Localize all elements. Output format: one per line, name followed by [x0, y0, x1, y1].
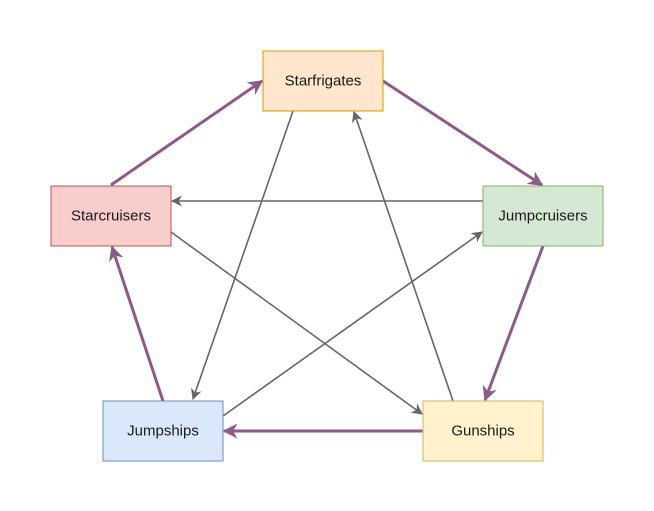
edge-jumpships-to-jumpcruisers [222, 231, 483, 417]
edge-starfrigates-to-jumpcruisers [382, 79, 544, 187]
edge-gunships-to-starfrigates [351, 110, 454, 402]
node-label-gunships: Gunships [451, 423, 514, 440]
node-starcruisers: Starcruisers [50, 185, 172, 247]
node-gunships: Gunships [422, 400, 544, 462]
edge-starcruisers-to-gunships [170, 231, 423, 415]
node-jumpcruisers: Jumpcruisers [482, 185, 604, 247]
node-jumpships: Jumpships [102, 400, 224, 462]
edges-layer [109, 79, 545, 439]
node-box-starcruisers [50, 185, 172, 247]
node-label-jumpcruisers: Jumpcruisers [498, 208, 587, 225]
edge-jumpships-to-starcruisers [109, 245, 165, 402]
node-box-jumpcruisers [482, 185, 604, 247]
edge-jumpcruisers-to-gunships [482, 245, 545, 402]
edge-starfrigates-to-jumpships [191, 110, 294, 401]
node-label-starfrigates: Starfrigates [285, 73, 362, 90]
edge-starcruisers-to-starfrigates [110, 79, 264, 187]
node-box-starfrigates [262, 50, 384, 112]
node-label-jumpships: Jumpships [127, 423, 199, 440]
node-box-jumpships [102, 400, 224, 462]
node-label-starcruisers: Starcruisers [71, 208, 151, 225]
node-box-gunships [422, 400, 544, 462]
node-starfrigates: Starfrigates [262, 50, 384, 112]
